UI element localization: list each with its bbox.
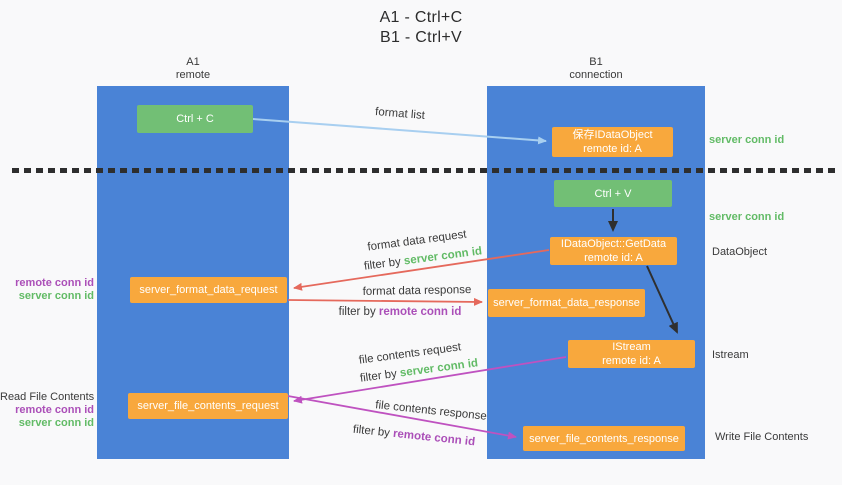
annotation-remote-conn-id: remote conn id xyxy=(15,277,94,289)
node-save-dataobject: 保存IDataObject remote id: A xyxy=(552,127,673,157)
filter-by-text: filter by xyxy=(338,306,376,318)
filter-by-text: filter by xyxy=(363,255,402,273)
node-getdata-line1: IDataObject::GetData xyxy=(560,238,667,250)
lane-b1-name: B1 xyxy=(589,56,603,68)
node-ctrl-v-label: Ctrl + V xyxy=(594,187,632,200)
label-file-contents-response-text: file contents response xyxy=(374,399,488,423)
node-istream: IStream remote id: A xyxy=(568,340,695,368)
label-format-list: format list xyxy=(335,103,466,125)
annotation-istream: Istream xyxy=(712,349,749,361)
title-line-1: A1 - Ctrl+C xyxy=(379,9,463,26)
node-server-format-data-response: server_format_data_response xyxy=(488,289,645,317)
label-file-contents-response: file contents response xyxy=(366,398,497,424)
node-getdata-line2: remote id: A xyxy=(584,252,643,264)
node-server-format-data-request-label: server_format_data_request xyxy=(139,284,278,296)
annotation-server-conn-id: server conn id xyxy=(18,417,94,429)
label-filter-by-remote-conn-id-2: filter by remote conn id xyxy=(334,422,494,451)
node-server-file-contents-response-label: server_file_contents_response xyxy=(529,432,679,445)
server-conn-id-text: server conn id xyxy=(399,357,479,380)
annotation-left-conn-ids-bottom: Read File Contents remote conn id server… xyxy=(0,391,94,430)
title-line-2: B1 - Ctrl+V xyxy=(380,29,462,46)
format-data-response-arrow xyxy=(287,297,483,306)
label-format-list-text: format list xyxy=(374,106,426,122)
node-ctrl-v: Ctrl + V xyxy=(554,180,672,207)
filter-by-text: filter by xyxy=(352,423,391,440)
annotation-dataobject: DataObject xyxy=(712,246,768,258)
node-ctrl-c: Ctrl + C xyxy=(137,105,253,133)
filter-by-text: filter by xyxy=(359,367,398,385)
annotation-left-conn-ids-top: remote conn id server conn id xyxy=(0,277,94,303)
lane-header-a1: A1 remote xyxy=(97,56,289,82)
annotation-server-conn-id: server conn id xyxy=(18,290,94,302)
annotation-read-file-contents: Read File Contents xyxy=(0,391,95,403)
node-server-file-contents-request-label: server_file_contents_request xyxy=(137,400,279,412)
annotation-server-conn-id-mid: server conn id xyxy=(709,211,785,223)
lane-header-b1: B1 connection xyxy=(487,56,705,82)
lane-a1-name: A1 xyxy=(186,56,200,68)
label-format-data-response-text: format data response xyxy=(362,284,472,298)
node-getdata: IDataObject::GetData remote id: A xyxy=(550,237,677,265)
node-save-dataobject-line1: 保存IDataObject xyxy=(572,129,653,141)
remote-conn-id-text: remote conn id xyxy=(378,306,462,318)
node-server-format-data-response-label: server_format_data_response xyxy=(493,297,640,309)
node-istream-line1: IStream xyxy=(612,341,651,353)
label-filter-by-remote-conn-id-1: filter by remote conn id xyxy=(320,306,480,318)
node-server-file-contents-request: server_file_contents_request xyxy=(128,393,288,419)
node-ctrl-c-label: Ctrl + C xyxy=(176,113,214,125)
session-separator-line xyxy=(12,168,840,173)
remote-conn-id-text: remote conn id xyxy=(392,427,476,449)
lane-a1-role: remote xyxy=(175,69,211,81)
node-server-file-contents-response: server_file_contents_response xyxy=(523,426,685,451)
annotation-server-conn-id-top: server conn id xyxy=(709,134,785,146)
diagram-title: A1 - Ctrl+C B1 - Ctrl+V xyxy=(0,8,842,48)
node-save-dataobject-line2: remote id: A xyxy=(583,143,642,155)
node-server-format-data-request: server_format_data_request xyxy=(130,277,287,303)
lane-b1-role: connection xyxy=(569,69,623,81)
label-format-data-response: format data response xyxy=(352,284,482,298)
server-conn-id-text: server conn id xyxy=(403,245,483,268)
node-istream-line2: remote id: A xyxy=(602,355,661,367)
annotation-write-file-contents: Write File Contents xyxy=(715,431,809,443)
annotation-remote-conn-id: remote conn id xyxy=(15,404,94,416)
